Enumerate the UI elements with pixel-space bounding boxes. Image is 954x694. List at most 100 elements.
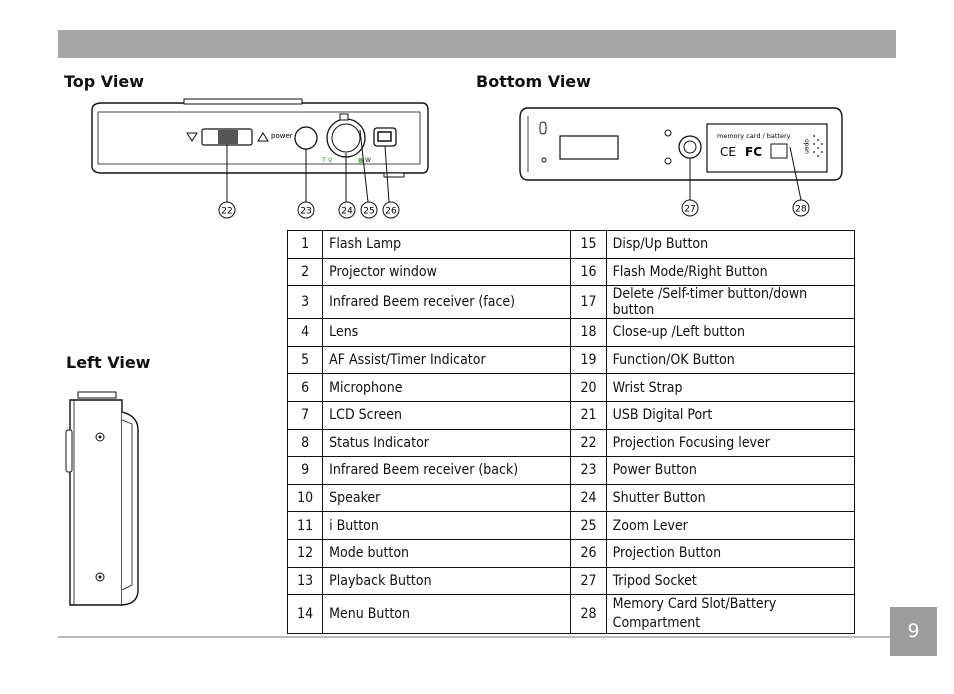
- zoom-t-label: T: [321, 157, 326, 164]
- top-view-diagram: power T ⚲ ▦ W 22 23 24 25 26: [91, 98, 429, 219]
- part-name: Projection Focusing lever: [605, 428, 856, 458]
- part-name: Tripod Socket: [605, 566, 856, 596]
- part-name: LCD Screen: [322, 400, 572, 430]
- zoom-w-icon: ▦: [358, 157, 364, 164]
- part-number: 19: [570, 345, 607, 375]
- part-name: Zoom Lever: [605, 511, 856, 540]
- sdhc-logo-icon: [770, 143, 788, 159]
- callout-24: 24: [338, 201, 356, 219]
- part-number: 10: [286, 483, 324, 513]
- left-view-diagram: [65, 391, 139, 606]
- callout-22: 22: [218, 201, 236, 219]
- part-name: Projector window: [322, 257, 572, 287]
- part-number: 8: [286, 428, 324, 458]
- part-name: AF Assist/Timer Indicator: [322, 345, 572, 375]
- triangle-up-icon: [257, 132, 269, 142]
- bottom-view-diagram: memory card / battery CE FC open 27 28: [519, 107, 843, 217]
- part-number: 28: [570, 594, 607, 635]
- camera-body-side: [69, 399, 123, 606]
- door-label: memory card / battery: [717, 132, 791, 140]
- bottom-panel: [559, 135, 619, 160]
- part-number: 20: [570, 373, 607, 402]
- part-name: Shutter Button: [605, 483, 856, 513]
- page-number: 9: [890, 607, 937, 656]
- part-number: 25: [570, 511, 607, 540]
- battery-door: [706, 123, 828, 173]
- part-number: 7: [286, 400, 324, 430]
- part-number: 9: [286, 456, 324, 485]
- part-number: 5: [286, 345, 324, 375]
- part-number: 12: [286, 538, 324, 568]
- part-name: Wrist Strap: [605, 373, 856, 402]
- header-bar: [58, 30, 896, 58]
- svg-text:24: 24: [341, 207, 353, 217]
- part-number: 15: [570, 230, 607, 259]
- svg-text:27: 27: [684, 205, 695, 215]
- part-name: USB Digital Port: [605, 400, 856, 430]
- part-name: Memory Card Slot/Battery Compartment: [605, 594, 856, 635]
- part-name: Menu Button: [322, 594, 572, 635]
- part-number: 18: [570, 318, 607, 347]
- callout-28: 28: [792, 199, 810, 217]
- part-number: 1: [286, 230, 324, 259]
- part-number: 17: [570, 285, 607, 320]
- part-number: 13: [286, 566, 324, 596]
- callout-23: 23: [297, 201, 315, 219]
- part-name: Infrared Beem receiver (face): [322, 285, 572, 320]
- bottom-view-heading: Bottom View: [476, 72, 591, 91]
- part-number: 26: [570, 538, 607, 568]
- part-number: 6: [286, 373, 324, 402]
- lever-grip: [218, 130, 238, 144]
- part-name: Flash Lamp: [322, 230, 572, 259]
- shutter-button: [331, 123, 361, 153]
- svg-text:23: 23: [300, 207, 311, 217]
- part-number: 14: [286, 594, 324, 635]
- strap-loop: [539, 121, 547, 135]
- part-number: 22: [570, 428, 607, 458]
- part-name: Speaker: [322, 483, 572, 513]
- part-name: Power Button: [605, 456, 856, 485]
- part-name: Status Indicator: [322, 428, 572, 458]
- footer-rule: [58, 636, 890, 638]
- part-number: 4: [286, 318, 324, 347]
- left-view-heading: Left View: [66, 353, 151, 372]
- svg-text:26: 26: [385, 207, 397, 217]
- part-number: 27: [570, 566, 607, 596]
- callout-27: 27: [681, 199, 699, 217]
- svg-text:25: 25: [363, 207, 374, 217]
- grip-dots: [813, 135, 823, 157]
- part-name: Mode button: [322, 538, 572, 568]
- part-number: 2: [286, 257, 324, 287]
- triangle-down-icon: [186, 132, 198, 142]
- part-name: Playback Button: [322, 566, 572, 596]
- part-name: Infrared Beem receiver (back): [322, 456, 572, 485]
- ce-mark-icon: CE: [720, 145, 736, 159]
- fc-mark-icon: FC: [745, 145, 762, 159]
- part-number: 23: [570, 456, 607, 485]
- zoom-t-icon: ⚲: [328, 157, 332, 164]
- part-number: 3: [286, 285, 324, 320]
- top-view-heading: Top View: [64, 72, 145, 91]
- projector-icon: [377, 131, 392, 142]
- part-number: 21: [570, 400, 607, 430]
- part-name: Flash Mode/Right Button: [605, 257, 856, 287]
- zoom-w-label: W: [365, 157, 371, 164]
- open-label: open: [803, 139, 810, 154]
- svg-text:22: 22: [221, 207, 232, 217]
- part-number: 11: [286, 511, 324, 540]
- svg-text:28: 28: [795, 205, 807, 215]
